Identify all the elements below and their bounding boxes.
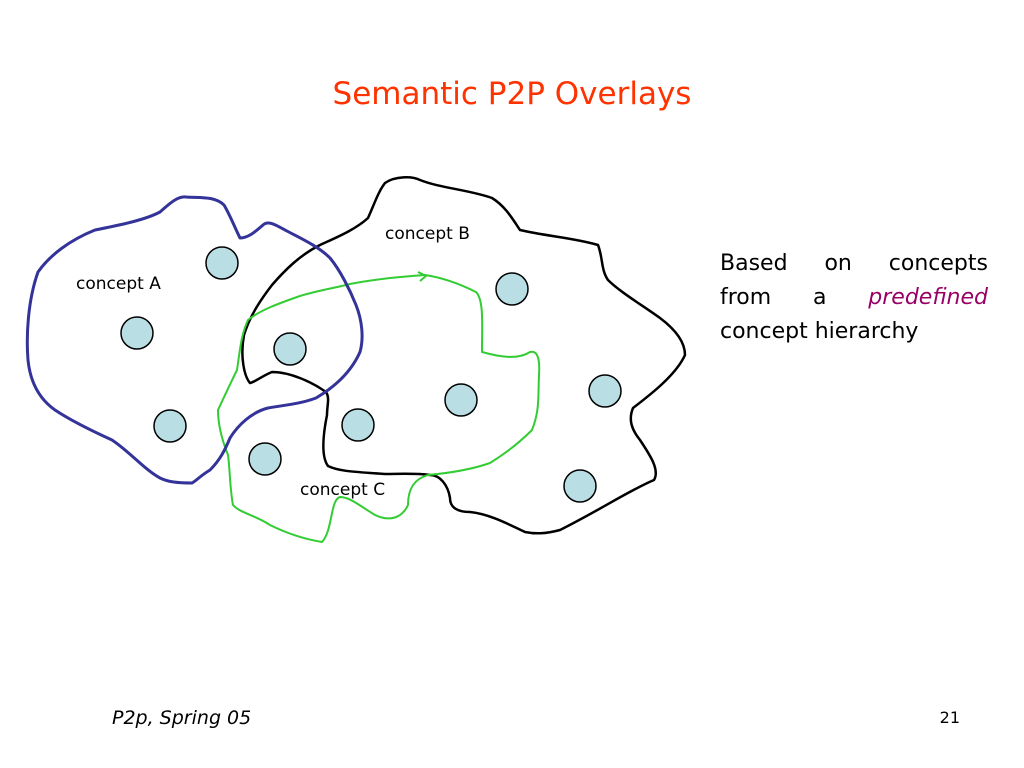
node (588, 374, 622, 408)
concept-b-label: concept B (385, 224, 470, 244)
concept-description: Based on concepts from a predefined conc… (720, 247, 988, 349)
description-word: concepts (888, 251, 988, 276)
slide-title: Semantic P2P Overlays (332, 76, 692, 112)
node (273, 332, 307, 366)
concept-a-boundary (25, 195, 364, 485)
description-line-2: from a predefined (720, 281, 988, 315)
node (341, 408, 375, 442)
node (563, 469, 597, 503)
concept-c-label: concept C (300, 480, 386, 500)
node (205, 246, 239, 280)
description-word: Based (720, 251, 788, 276)
description-line-1: Based on concepts (720, 247, 988, 281)
description-word: on (824, 251, 852, 276)
page-number: 21 (939, 708, 960, 727)
description-word: from (720, 285, 772, 310)
description-word: a (813, 285, 827, 310)
description-emphasis: predefined (868, 285, 988, 310)
slide-footer: P2p, Spring 05 (112, 707, 252, 729)
node (120, 316, 154, 350)
concept-c-boundary (217, 274, 541, 543)
node (495, 272, 529, 306)
concept-b-boundary (241, 176, 687, 535)
node (153, 409, 187, 443)
node (248, 442, 282, 476)
concept-a-label: concept A (76, 274, 161, 294)
node-group (120, 246, 622, 503)
concept-c-boundary-tick (417, 271, 428, 282)
description-line-3: concept hierarchy (720, 319, 919, 344)
node (444, 383, 478, 417)
